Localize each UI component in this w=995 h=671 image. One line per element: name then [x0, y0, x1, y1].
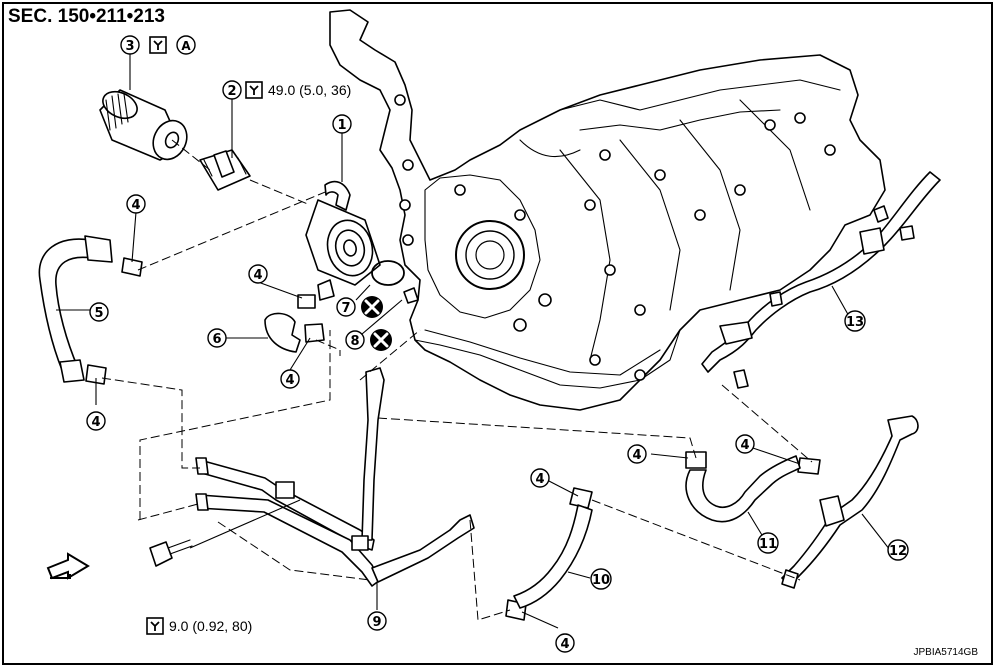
figure-code: JPBIA5714GB	[914, 647, 979, 658]
apply-mark-a: A	[176, 35, 196, 55]
callout-9: 9	[367, 611, 387, 631]
callout-4-hose11: 4	[627, 444, 647, 464]
front-arrow-icon	[46, 552, 90, 580]
oil-filter	[99, 89, 188, 161]
engine-block	[329, 9, 886, 411]
torque-wrench-icon	[146, 617, 164, 635]
callout-13: 13	[844, 310, 866, 332]
callout-7: 7	[336, 297, 356, 317]
callout-4-hose6: 4	[280, 369, 300, 389]
do-not-reuse-icon	[370, 329, 392, 351]
water-hose-6	[264, 312, 301, 353]
callout-5: 5	[89, 302, 109, 322]
svg-text:4: 4	[131, 198, 140, 213]
do-not-reuse-icon	[361, 296, 383, 318]
callout-8: 8	[345, 330, 365, 350]
torque-wrench-icon	[245, 81, 263, 99]
svg-text:2: 2	[227, 84, 236, 99]
connection-lines	[101, 139, 813, 621]
callout-6: 6	[207, 328, 227, 348]
svg-text:4: 4	[560, 637, 569, 652]
mounting-bolt	[149, 539, 193, 567]
svg-text:6: 6	[212, 332, 221, 347]
callout-10: 10	[590, 568, 612, 590]
svg-text:7: 7	[341, 301, 350, 316]
callout-4-lower-left: 4	[86, 411, 106, 431]
svg-text:9: 9	[372, 615, 381, 630]
svg-text:8: 8	[350, 334, 359, 349]
svg-text:4: 4	[91, 415, 100, 430]
svg-text:3: 3	[125, 39, 134, 54]
svg-text:A: A	[181, 39, 191, 53]
callout-4-cooler: 4	[248, 264, 268, 284]
svg-text:4: 4	[253, 268, 262, 283]
water-hose-11	[685, 455, 801, 523]
svg-text:1: 1	[337, 118, 346, 133]
callout-1: 1	[332, 114, 352, 134]
oil-cooler	[305, 180, 381, 301]
svg-text:4: 4	[632, 448, 641, 463]
callout-4-bottom: 4	[555, 633, 575, 653]
water-pipe-9	[195, 367, 475, 587]
callout-4-right: 4	[735, 434, 755, 454]
water-pipe-13	[701, 171, 941, 389]
water-pipe-12	[781, 415, 919, 589]
svg-text:4: 4	[535, 472, 544, 487]
stud	[403, 287, 419, 304]
water-hose-5	[38, 238, 93, 371]
leader-lines	[56, 53, 891, 629]
svg-text:12: 12	[889, 544, 907, 559]
connector-bolt	[199, 149, 251, 191]
water-hose-10	[513, 504, 593, 609]
svg-text:13: 13	[846, 315, 864, 330]
svg-text:4: 4	[740, 438, 749, 453]
o-ring	[371, 260, 405, 286]
callout-11: 11	[757, 532, 779, 554]
callout-3: 3	[120, 35, 140, 55]
torque-value-part2: 49.0 (5.0, 36)	[268, 82, 351, 98]
torque-wrench-icon	[149, 36, 167, 54]
svg-text:11: 11	[759, 537, 777, 552]
section-title: SEC. 150•211•213	[8, 6, 165, 27]
svg-text:4: 4	[285, 373, 294, 388]
callout-12: 12	[887, 539, 909, 561]
svg-text:5: 5	[94, 306, 103, 321]
callout-2: 2	[222, 80, 242, 100]
callout-4-hose10-top: 4	[530, 468, 550, 488]
torque-value-bolt: 9.0 (0.92, 80)	[169, 618, 252, 634]
svg-text:10: 10	[592, 573, 610, 588]
callout-4-upper-left: 4	[126, 194, 146, 214]
